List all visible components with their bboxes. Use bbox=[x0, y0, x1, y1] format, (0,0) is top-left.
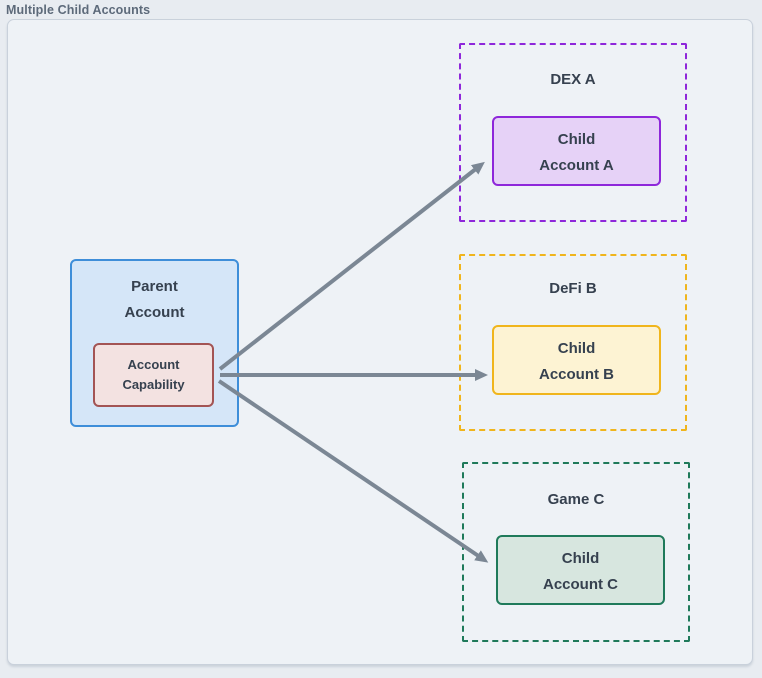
group-game-c-title: Game C bbox=[547, 491, 605, 508]
account-capability-node: Account Capability bbox=[93, 343, 214, 407]
child-account-b-label: Child Account B bbox=[539, 340, 614, 383]
group-defi-b-title: DeFi B bbox=[549, 280, 597, 297]
parent-account-label: Parent Account bbox=[124, 278, 185, 321]
account-capability-label: Account Capability bbox=[122, 357, 185, 392]
group-game-c: Game C Child Account C bbox=[462, 462, 690, 642]
figure-title: Multiple Child Accounts bbox=[6, 3, 151, 17]
group-dex-a: DEX A Child Account A bbox=[459, 43, 687, 222]
child-account-c-node: Child Account C bbox=[496, 535, 665, 605]
child-account-a-node: Child Account A bbox=[492, 116, 661, 186]
child-account-a-label: Child Account A bbox=[539, 131, 614, 174]
group-defi-b: DeFi B Child Account B bbox=[459, 254, 687, 431]
child-account-c-label: Child Account C bbox=[543, 550, 618, 593]
group-dex-a-title: DEX A bbox=[550, 71, 596, 88]
child-account-b-node: Child Account B bbox=[492, 325, 661, 395]
